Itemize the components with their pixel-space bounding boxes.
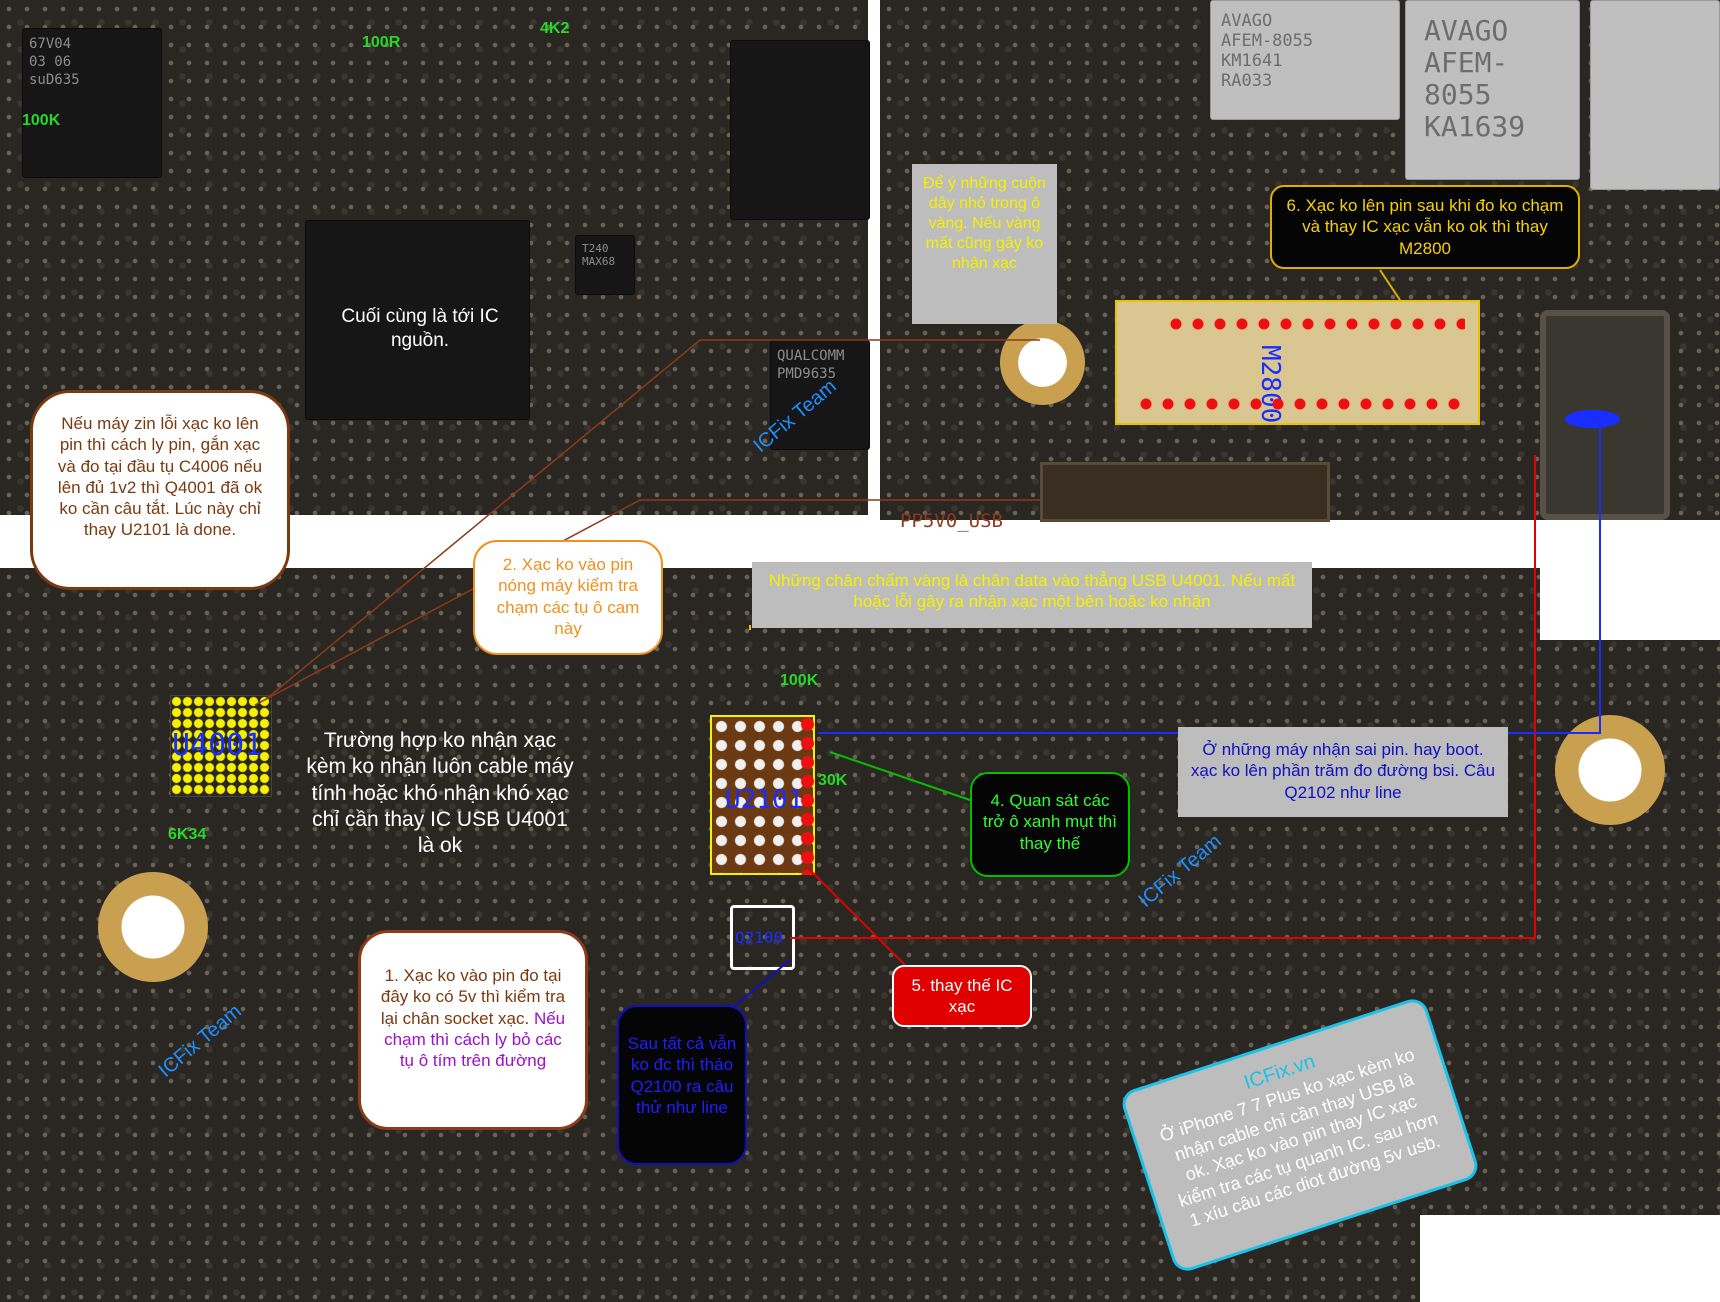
step4-note: 4. Quan sát các trở ô xanh mụt thì thay … [970,772,1130,877]
u2101-label: U2101 [725,785,804,815]
step6-note: 6. Xạc ko lên pin sau khi đo ko chạm và … [1270,185,1580,269]
chip-marking: 67V04 [29,36,72,52]
guide-line-red [790,455,1536,939]
m2800-red-dots-row2 [1135,398,1465,410]
avago-chip-1: AVAGO AFEM-8055 KM1641 RA033 [1210,0,1400,120]
small-ic-chip: T240 MAX68 [575,235,635,295]
u4001-label: U4001 [172,728,263,763]
q2100-note: Sau tất cả vẫn ko đc thì tháo Q2100 ra c… [617,1005,747,1165]
chip-marking: QUALCOMM [777,348,845,364]
resistor-100r-label: 100R [362,34,401,51]
pointer-q2100 [729,959,791,1011]
battery-boot-note: Ở những máy nhận sai pin. hay boot. xạc … [1178,727,1508,817]
pp5v0-usb-label: PP5V0_USB [900,510,1003,532]
resistor-4k2-label: 4K2 [540,20,570,37]
resistor-100k-top-label: 100K [22,112,61,129]
u4001-ic [170,695,272,797]
screw-pad-left [98,872,208,982]
data-pins-note: Những chân chấm vàng là chân data vào th… [752,562,1312,628]
power-ic-note: Cuối cùng là tới IC nguồn. [341,306,499,351]
coil-note: Để ý những cuộn dây nhỏ trong ô vàng. Nế… [912,164,1057,324]
resistor-30k-label: 30K [818,772,848,789]
chip-marking: KA1639 [1424,110,1526,143]
qualcomm-chip: QUALCOMM PMD9635 [770,340,870,450]
flex-socket [1040,462,1330,522]
chip-marking: AFEM-8055 [1221,31,1314,51]
chip-marking: AFEM-8055 [1424,46,1509,111]
step2-note: 2. Xạc ko vào pin nóng máy kiểm tra chạm… [473,540,663,655]
chip-marking: T240 [582,242,609,255]
screw-pad-top [1000,320,1085,405]
chip-marking: suD635 [29,72,80,88]
avago-chip-2: AVAGO AFEM-8055 KA1639 [1405,0,1580,180]
bsi-blue-mark [1565,410,1620,428]
chip-marking: AVAGO [1424,14,1509,47]
board-cutout-bottom-right [1420,1215,1720,1302]
chip-marking: PMD9635 [777,366,837,382]
pmic-chip-small: 67V04 03 06 suD635 [22,28,162,178]
chip-marking: AVAGO [1221,11,1273,31]
pointer-step4 [829,751,971,801]
step1-note-purple: Nếu chạm thì cách ly bỏ các tụ ô tím trê… [384,1008,566,1071]
u2101-red-dots [800,715,815,875]
chip-marking: 03 06 [29,54,72,70]
guide-line-blue [818,410,1601,734]
avago-chip-3 [1590,0,1720,190]
step1-note: 1. Xạc ko vào pin đo tại đây ko có 5v th… [358,930,588,1130]
zin-machine-note: Nếu máy zin lỗi xạc ko lên pin thì cách … [30,390,290,590]
pointer-step6 [1379,269,1401,301]
resistor-100k-mid-label: 100K [780,672,819,689]
m2800-red-dots [1165,318,1465,330]
power-ic-chip [305,220,530,420]
usb-case-note: Trường hợp ko nhận xạc kèm ko nhận luôn … [306,729,574,857]
modem-chip [730,40,870,220]
resistor-6k34-label: 6K34 [168,826,207,843]
guide-line-brown [264,339,1040,701]
q2100-label: Q2100 [735,928,784,947]
chip-marking: MAX68 [582,255,616,268]
pointer-step5 [804,864,906,966]
chip-marking: KM1641 [1221,51,1283,71]
step5-note: 5. thay thế IC xạc [892,965,1032,1027]
guide-line-brown-2 [254,499,1040,706]
step1-note-main: 1. Xạc ko vào pin đo tại đây ko có 5v th… [380,966,566,1028]
chip-marking: RA033 [1221,71,1273,91]
u2101-ic [710,715,815,875]
board-cutout-top-right [1540,520,1720,640]
